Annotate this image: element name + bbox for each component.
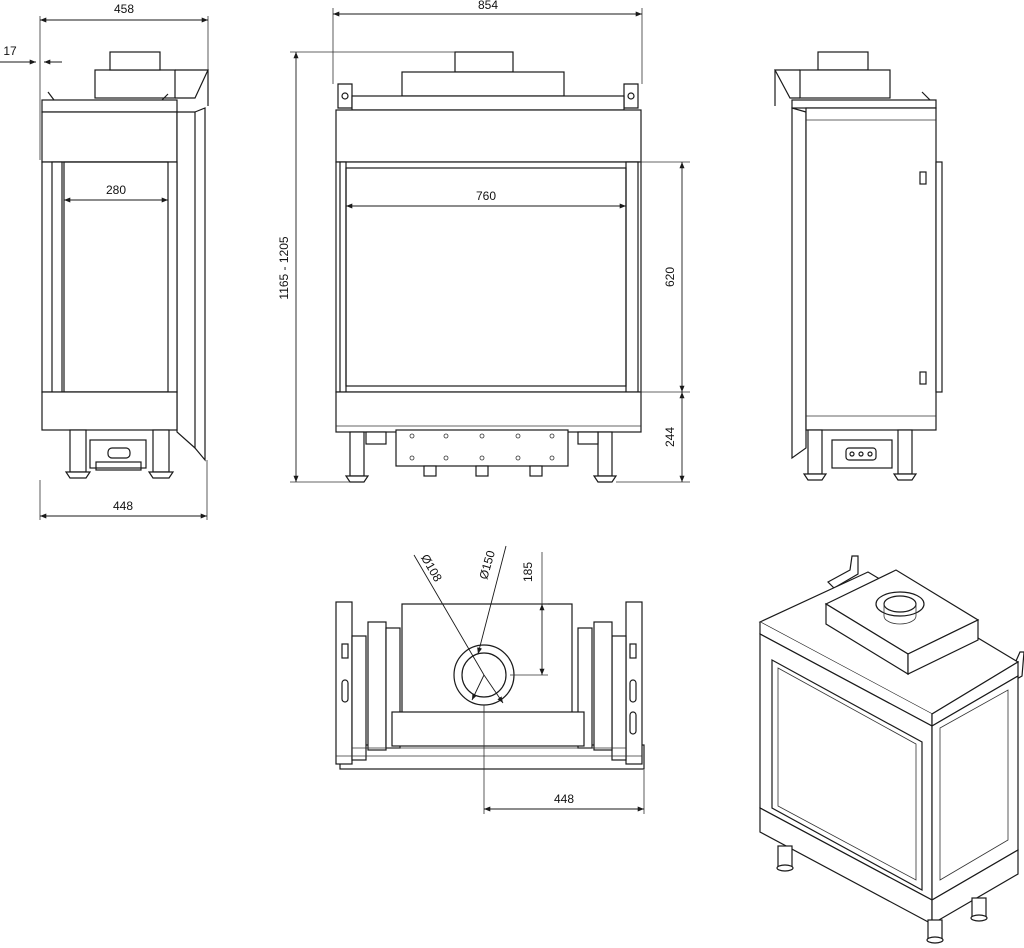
dim-front-base: 244 <box>663 427 677 447</box>
isometric-view <box>758 555 1024 944</box>
dim-front-height: 1165 - 1205 <box>277 236 291 299</box>
dim-outer-flue: Ø150 <box>476 549 498 581</box>
dim-front-glass-height: 620 <box>663 267 677 287</box>
adjustable-foot-icon <box>64 471 175 479</box>
side-left-dimensions: 458 17 280 448 <box>0 2 209 520</box>
front-view <box>335 51 642 483</box>
mounting-bracket-icon <box>337 83 639 109</box>
dim-side-depth-bottom: 448 <box>113 499 133 513</box>
dim-side-offset: 17 <box>3 44 17 58</box>
dim-top-depth: 448 <box>554 792 574 806</box>
side-view-left <box>41 51 209 479</box>
dim-flue-offset: 185 <box>521 562 535 582</box>
dim-front-width: 854 <box>478 0 498 12</box>
dim-side-depth-top: 458 <box>114 2 134 16</box>
dim-front-glass: 760 <box>476 189 496 203</box>
dim-side-glass: 280 <box>106 183 126 197</box>
top-view <box>335 601 645 770</box>
front-dimensions: 854 760 1165 - 1205 620 244 <box>277 0 690 483</box>
side-view-right <box>773 51 943 481</box>
